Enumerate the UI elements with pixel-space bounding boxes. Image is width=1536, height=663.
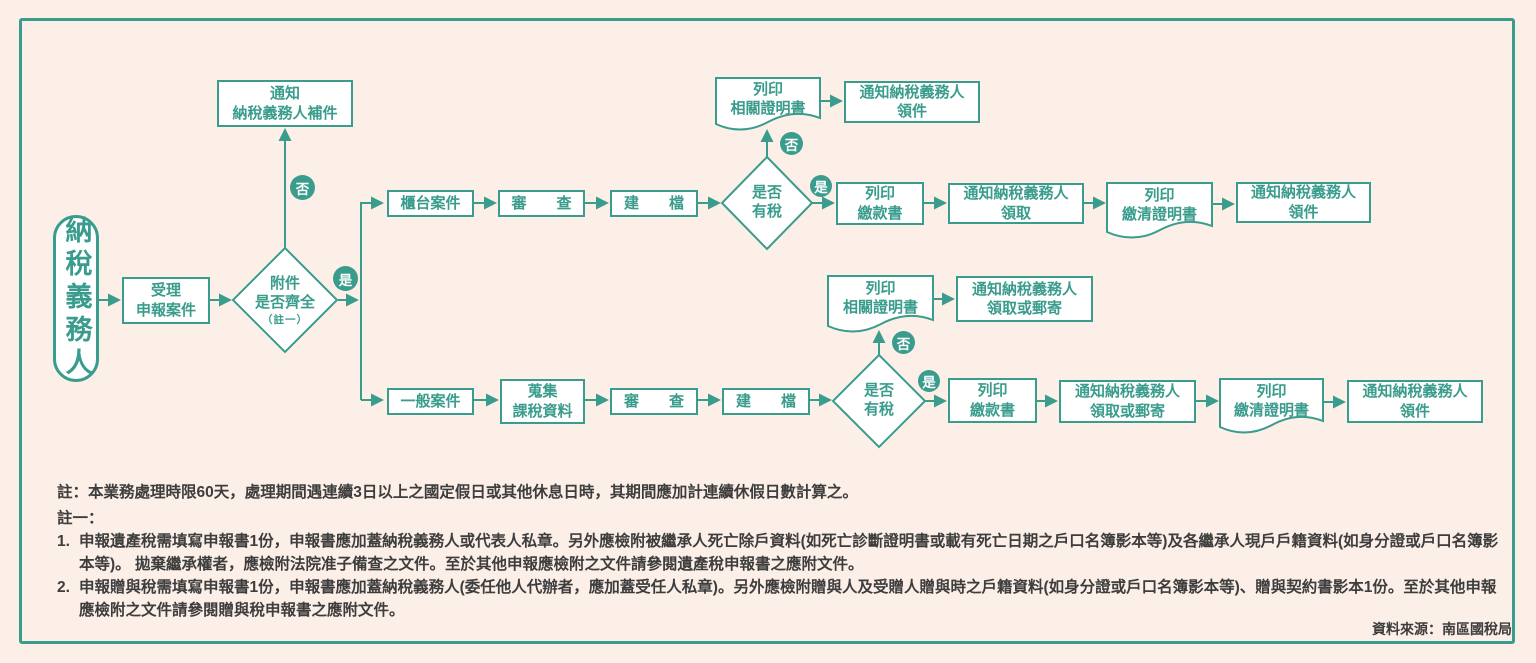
notify-pickup-item-box-top: 通知納稅義務人 領件	[844, 81, 980, 123]
print-clearance-label-bottom: 列印 繳清證明書	[1233, 383, 1309, 419]
notify-supplement-box: 通知 納稅義務人補件	[217, 80, 353, 127]
general-case-box: 一般案件	[387, 388, 474, 415]
attach-line1: 附件	[269, 275, 300, 293]
print-certificate-label-top: 列印 相關證明書	[730, 81, 806, 117]
review-box-bottom: 審 查	[610, 388, 698, 415]
counter-case-box: 櫃台案件	[387, 190, 474, 217]
attach-note-ref: （註一）	[262, 313, 308, 326]
no-badge-3: 否	[892, 331, 915, 354]
notify-pickup-mail-box-2: 通知納稅義務人 領取或郵寄	[1059, 380, 1196, 423]
filing-box-top: 建 檔	[610, 190, 698, 217]
note-item-2-text: 申報贈與稅需填寫申報書1份，申報書應加蓋納稅義務人(委任他人代辦者，應加蓋受任人…	[79, 579, 1497, 619]
note-item-2-number: 2.	[57, 579, 70, 596]
no-badge-2: 否	[780, 132, 803, 155]
taxpayer-capsule: 納稅義務人	[53, 215, 99, 382]
notify-pickup-item-box-top-end: 通知納稅義務人 領件	[1236, 182, 1371, 223]
review-box-top: 審 查	[498, 190, 585, 217]
accept-case-box: 受理 申報案件	[122, 277, 210, 324]
print-clearance-label-top: 列印 繳清證明書	[1121, 187, 1197, 223]
notify-pickup-box-top: 通知納稅義務人 領取	[948, 183, 1084, 224]
yes-badge-1: 是	[333, 266, 358, 291]
taxpayer-label: 納稅義務人	[61, 216, 92, 381]
tax-due-diamond-label-top: 是否 有稅	[751, 184, 782, 220]
data-source: 資料來源：南區國稅局	[1372, 621, 1512, 637]
note-item-1-text: 申報遺產稅需填寫申報書1份，申報書應加蓋納稅義務人或代表人私章。另外應檢附被繼承…	[79, 533, 1499, 573]
note-sub-title: 註一：	[57, 510, 104, 527]
print-certificate-label-bottom: 列印 相關證明書	[842, 280, 918, 316]
note-item-2: 2. 申報贈與稅需填寫申報書1份，申報書應加蓋納稅義務人(委任他人代辦者，應加蓋…	[57, 576, 1505, 622]
tax-due-diamond-label-bottom: 是否 有稅	[863, 382, 894, 418]
collect-tax-data-box: 蒐集 課稅資料	[500, 379, 585, 424]
print-payment-box-bottom: 列印 繳款書	[948, 378, 1037, 423]
attach-line2: 是否齊全	[254, 293, 315, 311]
print-payment-box-top: 列印 繳款書	[836, 182, 924, 225]
notify-pickup-item-box-bottom-end: 通知納稅義務人 領件	[1347, 380, 1483, 423]
filing-box-bottom: 建 檔	[722, 388, 810, 415]
notify-pickup-mail-box-1: 通知納稅義務人 領取或郵寄	[956, 276, 1093, 322]
note-item-1: 1. 申報遺產稅需填寫申報書1份，申報書應加蓋納稅義務人或代表人私章。另外應檢附…	[57, 530, 1505, 576]
no-badge-1: 否	[290, 175, 315, 200]
note-main: 註：本業務處理時限60天，處理期間遇連續3日以上之國定假日或其他休息日時，其期間…	[57, 484, 858, 501]
yes-badge-3: 是	[918, 370, 940, 392]
attachments-complete-diamond-label: 附件 是否齊全 （註一）	[237, 262, 333, 340]
yes-badge-2: 是	[810, 175, 832, 197]
note-item-1-number: 1.	[57, 533, 70, 550]
outer-border	[19, 18, 1515, 644]
